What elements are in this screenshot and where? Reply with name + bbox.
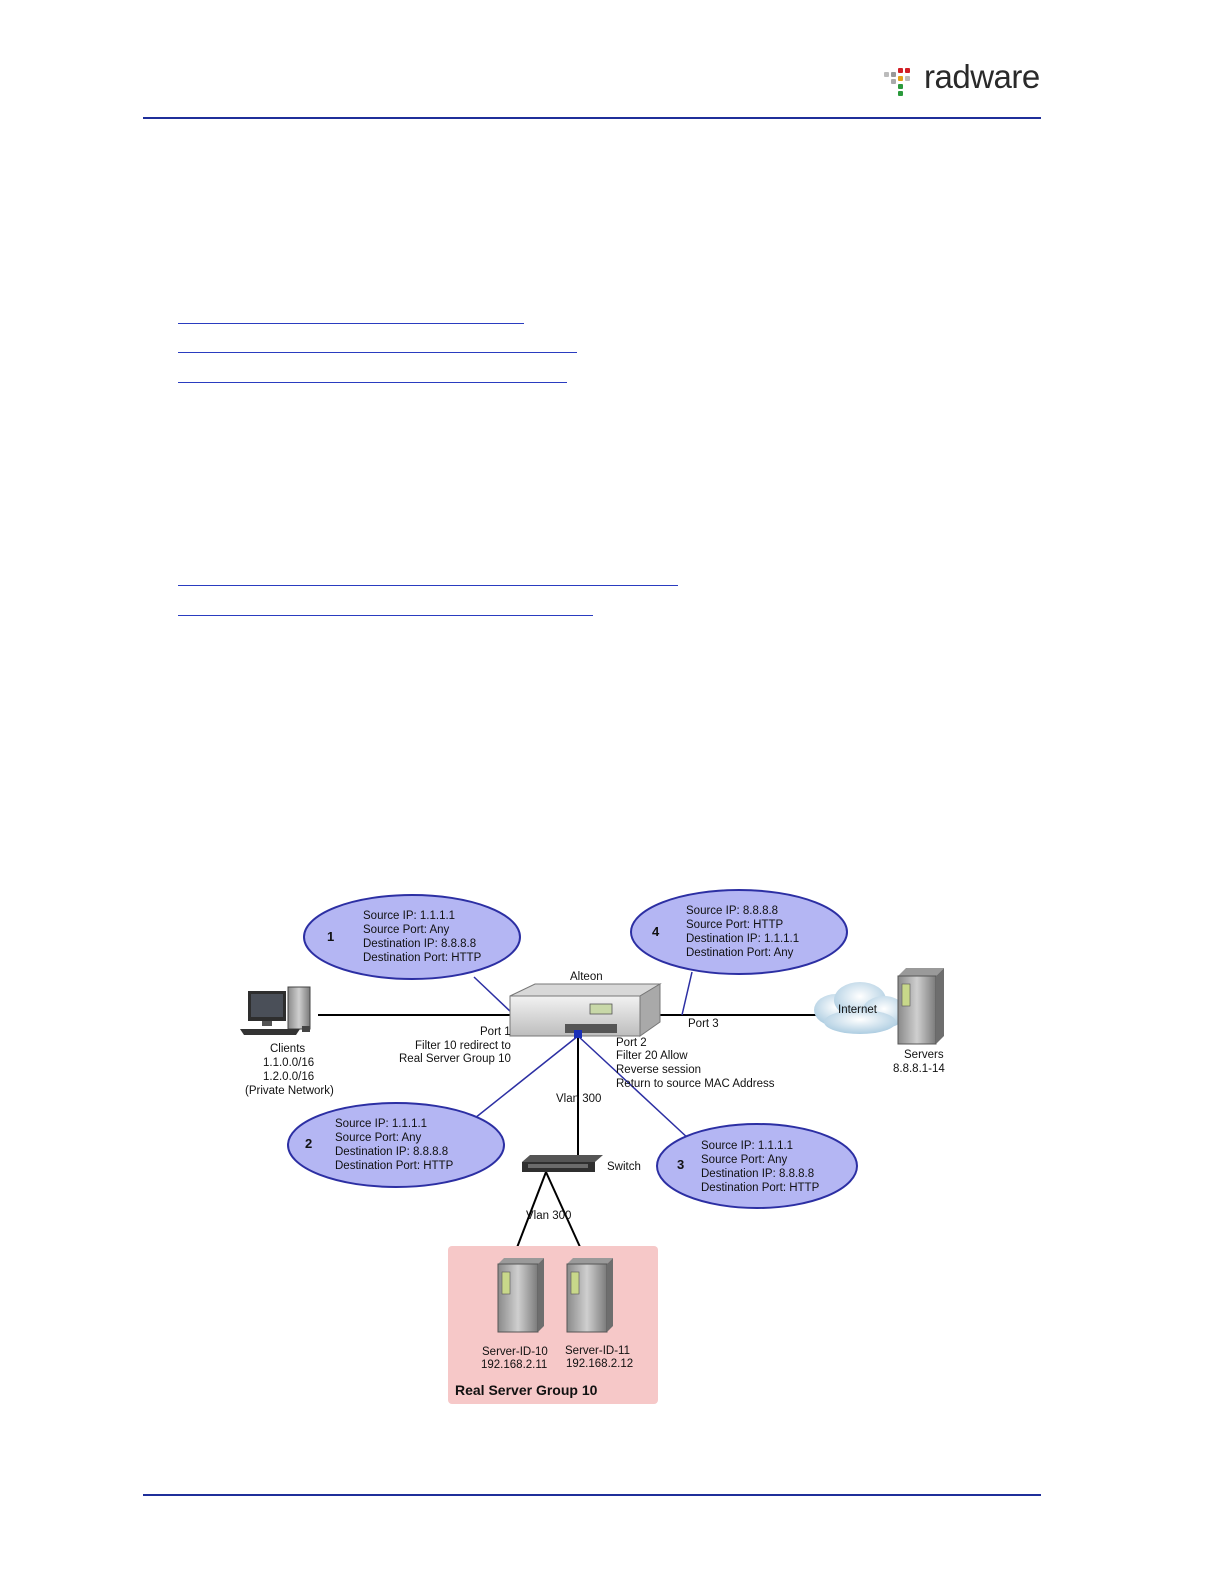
footer-rule bbox=[143, 1494, 1041, 1496]
bubble-2-line-2: Source Port: Any bbox=[335, 1132, 422, 1144]
vlan-top-label: Vlan 300 bbox=[556, 1093, 601, 1105]
bubble-4-line-1: Source IP: 8.8.8.8 bbox=[686, 905, 778, 917]
bubble-2-line-4: Destination Port: HTTP bbox=[335, 1160, 454, 1172]
alteon-label: Alteon bbox=[570, 971, 603, 983]
port2-line-3: Reverse session bbox=[616, 1064, 701, 1076]
clients-note: (Private Network) bbox=[245, 1085, 334, 1097]
bubble-4-line-3: Destination IP: 1.1.1.1 bbox=[686, 933, 799, 945]
clients-net-2: 1.2.0.0/16 bbox=[263, 1071, 314, 1083]
bubble-1-line-3: Destination IP: 8.8.8.8 bbox=[363, 938, 476, 950]
bubble-3-line-2: Source Port: Any bbox=[701, 1154, 788, 1166]
client-pc-icon bbox=[240, 986, 311, 1035]
servers-range: 8.8.8.1-14 bbox=[893, 1063, 945, 1075]
header-rule bbox=[143, 117, 1041, 119]
bubble-3 bbox=[656, 1123, 858, 1209]
radware-logo: radware bbox=[884, 58, 1044, 100]
vlan-bottom-label: Vlan 300 bbox=[526, 1210, 571, 1222]
port2-line-2: Filter 20 Allow bbox=[616, 1050, 688, 1062]
real-server-group-box bbox=[448, 1246, 658, 1404]
port2-line-4: Return to source MAC Address bbox=[616, 1078, 775, 1090]
callout-line-2 bbox=[469, 1035, 579, 1123]
callout-line-1 bbox=[473, 976, 513, 1014]
bubble-1-line-1: Source IP: 1.1.1.1 bbox=[363, 910, 455, 922]
alteon-device bbox=[509, 983, 662, 1038]
toc-link-1[interactable] bbox=[178, 323, 524, 324]
toc-link-2[interactable] bbox=[178, 352, 577, 353]
toc-link-3[interactable] bbox=[178, 382, 567, 383]
bubble-4-number: 4 bbox=[652, 924, 660, 939]
port1-line-3: Real Server Group 10 bbox=[399, 1053, 511, 1065]
link-switch-server10 bbox=[512, 1171, 547, 1259]
toc-link-4[interactable] bbox=[178, 585, 678, 586]
bubble-2-line-1: Source IP: 1.1.1.1 bbox=[335, 1118, 427, 1130]
port1-line-2: Filter 10 redirect to bbox=[415, 1040, 511, 1052]
bubble-1-line-2: Source Port: Any bbox=[363, 924, 450, 936]
bubble-3-line-1: Source IP: 1.1.1.1 bbox=[701, 1140, 793, 1152]
internet-cloud-icon bbox=[814, 982, 906, 1034]
server-11-name: Server-ID-11 bbox=[565, 1345, 630, 1357]
callout-line-4 bbox=[681, 971, 693, 1016]
switch-icon bbox=[522, 1155, 603, 1172]
bubble-3-line-4: Destination Port: HTTP bbox=[701, 1182, 820, 1194]
server-10-ip: 192.168.2.11 bbox=[481, 1359, 547, 1371]
bubble-4-line-4: Destination Port: Any bbox=[686, 947, 794, 959]
bubble-1-number: 1 bbox=[327, 929, 334, 944]
clients-label: Clients bbox=[270, 1043, 305, 1055]
server-11-ip: 192.168.2.12 bbox=[566, 1358, 633, 1370]
clients-net-1: 1.1.0.0/16 bbox=[263, 1057, 314, 1069]
toc-link-5[interactable] bbox=[178, 615, 593, 616]
bubble-1-line-4: Destination Port: HTTP bbox=[363, 952, 482, 964]
port2-line-1: Port 2 bbox=[616, 1037, 647, 1049]
bubble-3-line-3: Destination IP: 8.8.8.8 bbox=[701, 1168, 814, 1180]
internet-label: Internet bbox=[838, 1004, 878, 1016]
servers-icon bbox=[897, 968, 944, 1045]
server-10-name: Server-ID-10 bbox=[482, 1346, 548, 1358]
port1-line-1: Port 1 bbox=[480, 1026, 511, 1038]
bubble-3-number: 3 bbox=[677, 1157, 684, 1172]
server-11-icon bbox=[566, 1258, 613, 1333]
bubble-4 bbox=[630, 889, 848, 975]
callout-line-3 bbox=[577, 1035, 691, 1141]
bubble-2-number: 2 bbox=[305, 1136, 312, 1151]
link-switch-server11 bbox=[545, 1171, 586, 1259]
bubble-2-line-3: Destination IP: 8.8.8.8 bbox=[335, 1146, 448, 1158]
bubble-2 bbox=[287, 1102, 505, 1188]
servers-label: Servers bbox=[904, 1049, 944, 1061]
bubble-1 bbox=[303, 894, 521, 980]
real-server-group-label: Real Server Group 10 bbox=[455, 1382, 598, 1398]
bubble-4-line-2: Source Port: HTTP bbox=[686, 919, 783, 931]
logo-wordmark: radware bbox=[924, 58, 1040, 95]
switch-label: Switch bbox=[607, 1161, 641, 1173]
port3-label: Port 3 bbox=[688, 1018, 719, 1030]
server-10-icon bbox=[497, 1258, 544, 1333]
